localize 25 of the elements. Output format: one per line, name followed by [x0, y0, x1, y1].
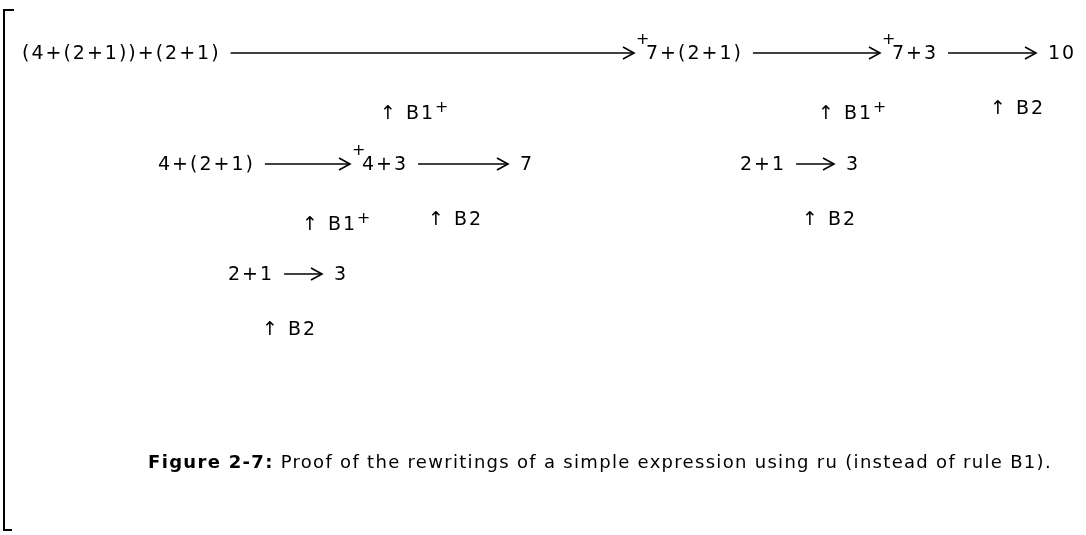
arrow: [417, 157, 509, 171]
figure-caption: Figure 2-7: Proof of the rewritings of a simple expression using ru (instead of rule B1).: [147, 450, 1053, 474]
rule-justification: ↑ B2: [990, 95, 1046, 119]
rule-justification: ↑ B2: [428, 206, 484, 230]
expression: (4+(2+1))+(2+1): [22, 40, 221, 64]
expression: 4+(2+1): [158, 151, 255, 175]
expression: 7+(2+1): [646, 40, 743, 64]
arrow: [264, 157, 351, 171]
expression: 10: [1048, 40, 1077, 64]
rule-justification: ↑ B2: [262, 316, 318, 340]
rule-justification: ↑ B1$^{+}$: [818, 96, 889, 125]
expression: 2+1: [228, 261, 275, 285]
expression: 3: [846, 151, 861, 175]
arrow: [229, 46, 635, 60]
expression: 7+3: [892, 40, 939, 64]
arrow: [947, 46, 1037, 60]
expression: 3: [334, 261, 349, 285]
rule-justification: ↑ B1$^{+}$: [380, 96, 451, 125]
arrow: [795, 157, 835, 171]
expression: 7: [520, 151, 535, 175]
expression: 2+1: [740, 151, 787, 175]
rule-justification: ↑ B2: [802, 206, 858, 230]
rule-justification: ↑ B1$^{+}$: [302, 207, 373, 236]
arrow: [752, 46, 881, 60]
arrow: [283, 267, 323, 281]
